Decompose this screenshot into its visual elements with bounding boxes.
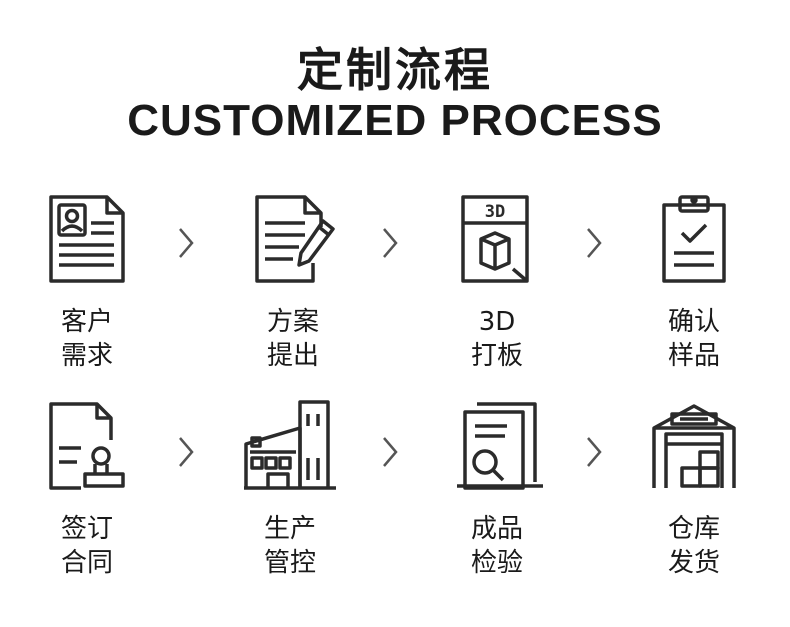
step-label: 签订 合同 — [0, 512, 177, 580]
step-label-line2: 检验 — [470, 548, 523, 578]
step-label-line1: 客户 — [60, 307, 113, 337]
document-pencil-icon — [243, 193, 343, 293]
step-label-line1: 仓库 — [667, 514, 720, 544]
step-label-line1: 方案 — [266, 307, 319, 337]
step-label-line2: 打板 — [470, 341, 523, 371]
chevron-right-icon — [174, 432, 198, 472]
chevron-right-icon — [378, 223, 402, 263]
chevron-right-icon — [582, 223, 606, 263]
clipboard-check-icon — [644, 193, 744, 293]
inspection-magnifier-icon — [447, 400, 547, 500]
contract-stamp-icon — [37, 400, 137, 500]
chevron-right-icon — [378, 432, 402, 472]
step-label-line1: 3D — [478, 307, 516, 337]
step-label: 生产 管控 — [200, 512, 380, 580]
page-title-en: CUSTOMIZED PROCESS — [127, 96, 663, 145]
step-label: 客户 需求 — [0, 305, 177, 373]
step-label-line2: 管控 — [263, 548, 316, 578]
step-label: 3D 打板 — [407, 305, 587, 373]
warehouse-icon — [644, 400, 744, 500]
factory-icon — [240, 400, 340, 500]
step-label: 方案 提出 — [203, 305, 383, 373]
step-label: 成品 检验 — [407, 512, 587, 580]
page-title-cn: 定制流程 — [297, 43, 493, 97]
3d-model-icon: 3D — [447, 193, 547, 293]
step-label-line1: 成品 — [470, 514, 523, 544]
step-label: 确认 样品 — [604, 305, 784, 373]
step-label-line1: 生产 — [263, 514, 316, 544]
step-label-line2: 样品 — [667, 341, 720, 371]
step-label-line1: 确认 — [667, 307, 720, 337]
step-label: 仓库 发货 — [604, 512, 784, 580]
3d-label: 3D — [485, 202, 505, 222]
resume-document-icon — [37, 193, 137, 293]
step-label-line1: 签订 — [60, 514, 113, 544]
step-label-line2: 提出 — [266, 341, 319, 371]
step-label-line2: 发货 — [667, 548, 720, 578]
step-label-line2: 合同 — [60, 548, 113, 578]
chevron-right-icon — [174, 223, 198, 263]
step-label-line2: 需求 — [60, 341, 113, 371]
chevron-right-icon — [582, 432, 606, 472]
